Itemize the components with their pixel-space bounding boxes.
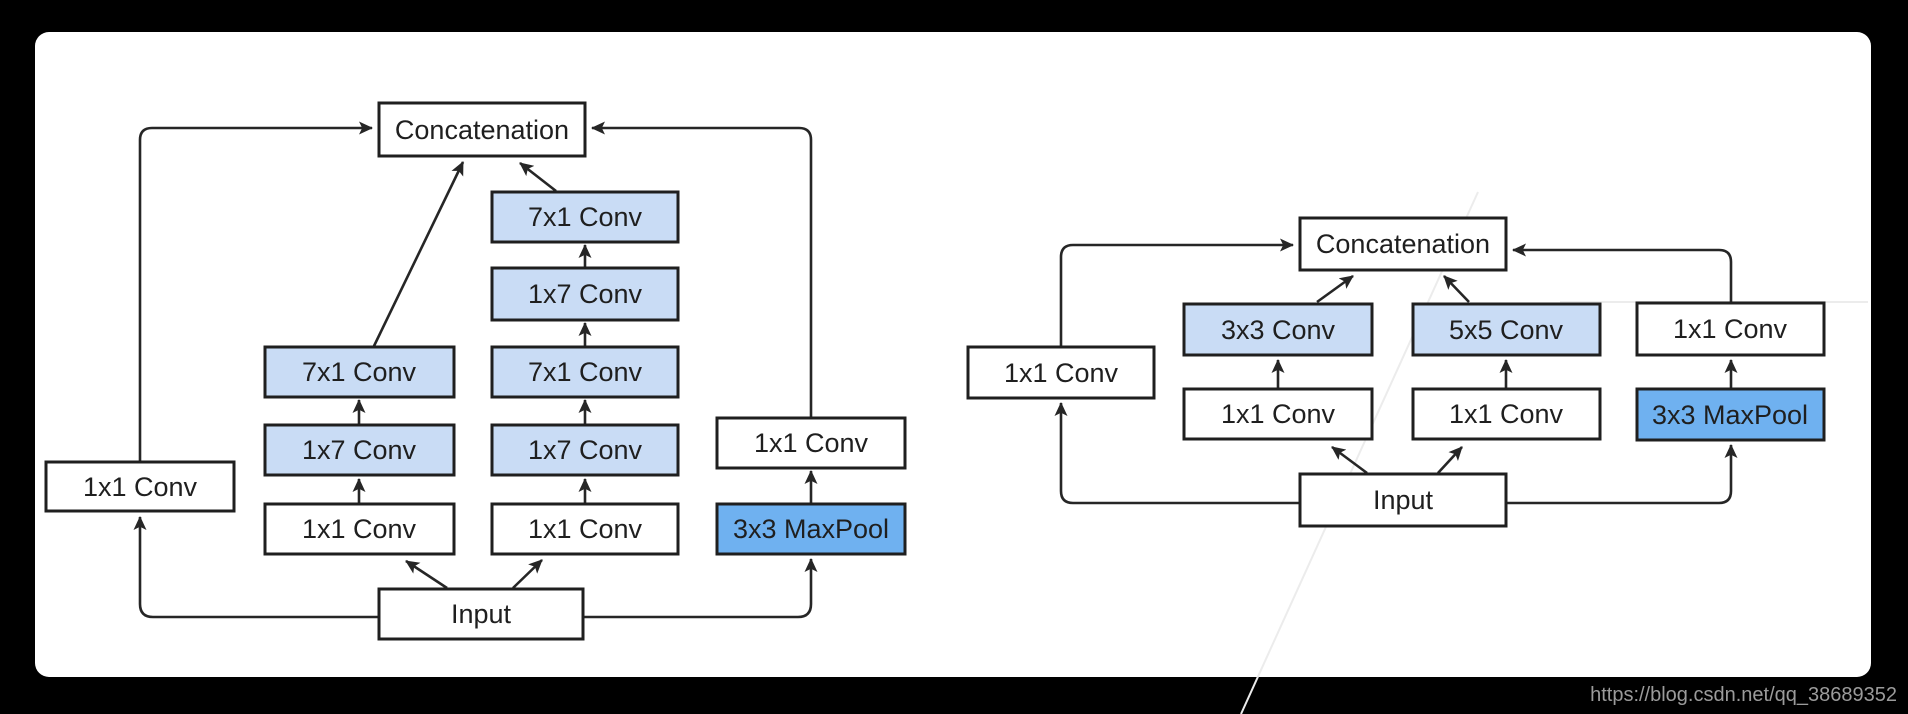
left-node-branch3-conv7x1-top: 7x1 Conv <box>490 190 680 244</box>
node-box <box>263 502 456 556</box>
right-node-input: Input <box>1298 472 1508 528</box>
node-label: 1x1 Conv <box>1004 358 1119 388</box>
left-input-to-b2-edge <box>405 559 448 590</box>
left-input-to-branch1-edge <box>133 516 379 619</box>
node-box <box>490 502 680 556</box>
node-label: 1x1 Conv <box>528 514 643 544</box>
left-branch4-to-concat-edge <box>591 121 813 417</box>
node-label: 3x3 Conv <box>1221 315 1336 345</box>
left-node-branch3-conv1x7-lower: 1x7 Conv <box>490 423 680 477</box>
left-node-branch2-conv1x7: 1x7 Conv <box>263 423 456 477</box>
node-label: 1x1 Conv <box>83 472 198 502</box>
right-branch4-to-concat-edge <box>1512 243 1733 303</box>
left-node-branch3-conv1x7-upper: 1x7 Conv <box>490 266 680 322</box>
faint-diagonal-line <box>1240 191 1479 714</box>
node-box <box>44 460 236 513</box>
node-label: 3x3 MaxPool <box>1652 400 1808 430</box>
right-branch1-to-concat-edge <box>1059 238 1294 347</box>
node-label: 5x5 Conv <box>1449 315 1564 345</box>
node-label: 1x1 Conv <box>754 428 869 458</box>
right-b3-to-concat-edge <box>1443 275 1470 303</box>
right-diagram: Concatenation 1x1 Conv 3x3 Conv 1x1 Conv… <box>966 216 1826 528</box>
node-box <box>1182 387 1374 441</box>
left-node-branch1-conv1x1: 1x1 Conv <box>44 460 236 513</box>
left-branch1-to-concat-edge <box>138 121 373 461</box>
right-node-branch3-conv1x1: 1x1 Conv <box>1411 387 1602 441</box>
node-box <box>377 587 585 641</box>
node-label: 1x1 Conv <box>1673 314 1788 344</box>
node-box <box>1182 302 1374 357</box>
node-label: 1x1 Conv <box>1449 399 1564 429</box>
node-box <box>490 423 680 477</box>
node-box <box>377 101 587 158</box>
right-node-branch1-conv1x1: 1x1 Conv <box>966 345 1156 400</box>
left-node-branch4-maxpool: 3x3 MaxPool <box>715 502 907 556</box>
left-diagram: Concatenation 1x1 Conv 7x1 Conv 1x7 Conv… <box>44 101 907 641</box>
watermark-text: https://blog.csdn.net/qq_38689352 <box>1590 684 1897 706</box>
node-box <box>715 416 907 470</box>
node-box <box>1298 216 1508 272</box>
node-box <box>490 345 680 399</box>
left-node-branch3-conv1x1: 1x1 Conv <box>490 502 680 556</box>
node-label: 7x1 Conv <box>302 357 417 387</box>
node-label: Input <box>451 599 512 629</box>
node-box <box>715 502 907 556</box>
right-node-branch4-maxpool: 3x3 MaxPool <box>1635 387 1826 442</box>
right-input-to-branch1-edge <box>1054 402 1300 505</box>
left-input-to-b3-edge <box>512 559 543 589</box>
left-node-concatenation: Concatenation <box>377 101 587 158</box>
node-label: 1x7 Conv <box>302 435 417 465</box>
left-b2-to-concat-edge <box>372 161 465 347</box>
left-node-branch2-conv1x1: 1x1 Conv <box>263 502 456 556</box>
node-label: 3x3 MaxPool <box>733 514 889 544</box>
node-label: Input <box>1373 485 1434 515</box>
node-label: Concatenation <box>1316 229 1490 259</box>
node-box <box>1298 472 1508 528</box>
right-input-to-b2-edge <box>1331 445 1368 475</box>
node-label: 1x7 Conv <box>528 435 643 465</box>
left-node-branch4-conv1x1: 1x1 Conv <box>715 416 907 470</box>
node-box <box>263 423 456 477</box>
left-node-branch3-conv7x1-lower: 7x1 Conv <box>490 345 680 399</box>
node-label: 1x7 Conv <box>528 279 643 309</box>
right-input-to-b3-edge <box>1437 446 1463 474</box>
node-box <box>1411 302 1602 357</box>
left-b3-to-concat-edge <box>519 161 557 193</box>
node-label: 1x1 Conv <box>302 514 417 544</box>
node-box <box>263 345 456 399</box>
node-box <box>966 345 1156 400</box>
right-node-concatenation: Concatenation <box>1298 216 1508 272</box>
left-input-to-maxpool-edge <box>583 558 818 619</box>
right-node-branch4-conv1x1: 1x1 Conv <box>1635 301 1826 357</box>
right-input-to-maxpool-edge <box>1506 444 1738 505</box>
node-box <box>490 190 680 244</box>
right-b2-to-concat-edge <box>1316 274 1354 304</box>
node-label: 7x1 Conv <box>528 357 643 387</box>
node-box <box>1635 387 1826 442</box>
right-node-branch3-conv5x5: 5x5 Conv <box>1411 302 1602 357</box>
node-label: 1x1 Conv <box>1221 399 1336 429</box>
left-node-branch2-conv7x1: 7x1 Conv <box>263 345 456 399</box>
node-label: Concatenation <box>395 115 569 145</box>
node-box <box>490 266 680 322</box>
left-node-input: Input <box>377 587 585 641</box>
node-box <box>1635 301 1826 357</box>
right-node-branch2-conv3x3: 3x3 Conv <box>1182 302 1374 357</box>
node-label: 7x1 Conv <box>528 202 643 232</box>
node-box <box>1411 387 1602 441</box>
right-node-branch2-conv1x1: 1x1 Conv <box>1182 387 1374 441</box>
